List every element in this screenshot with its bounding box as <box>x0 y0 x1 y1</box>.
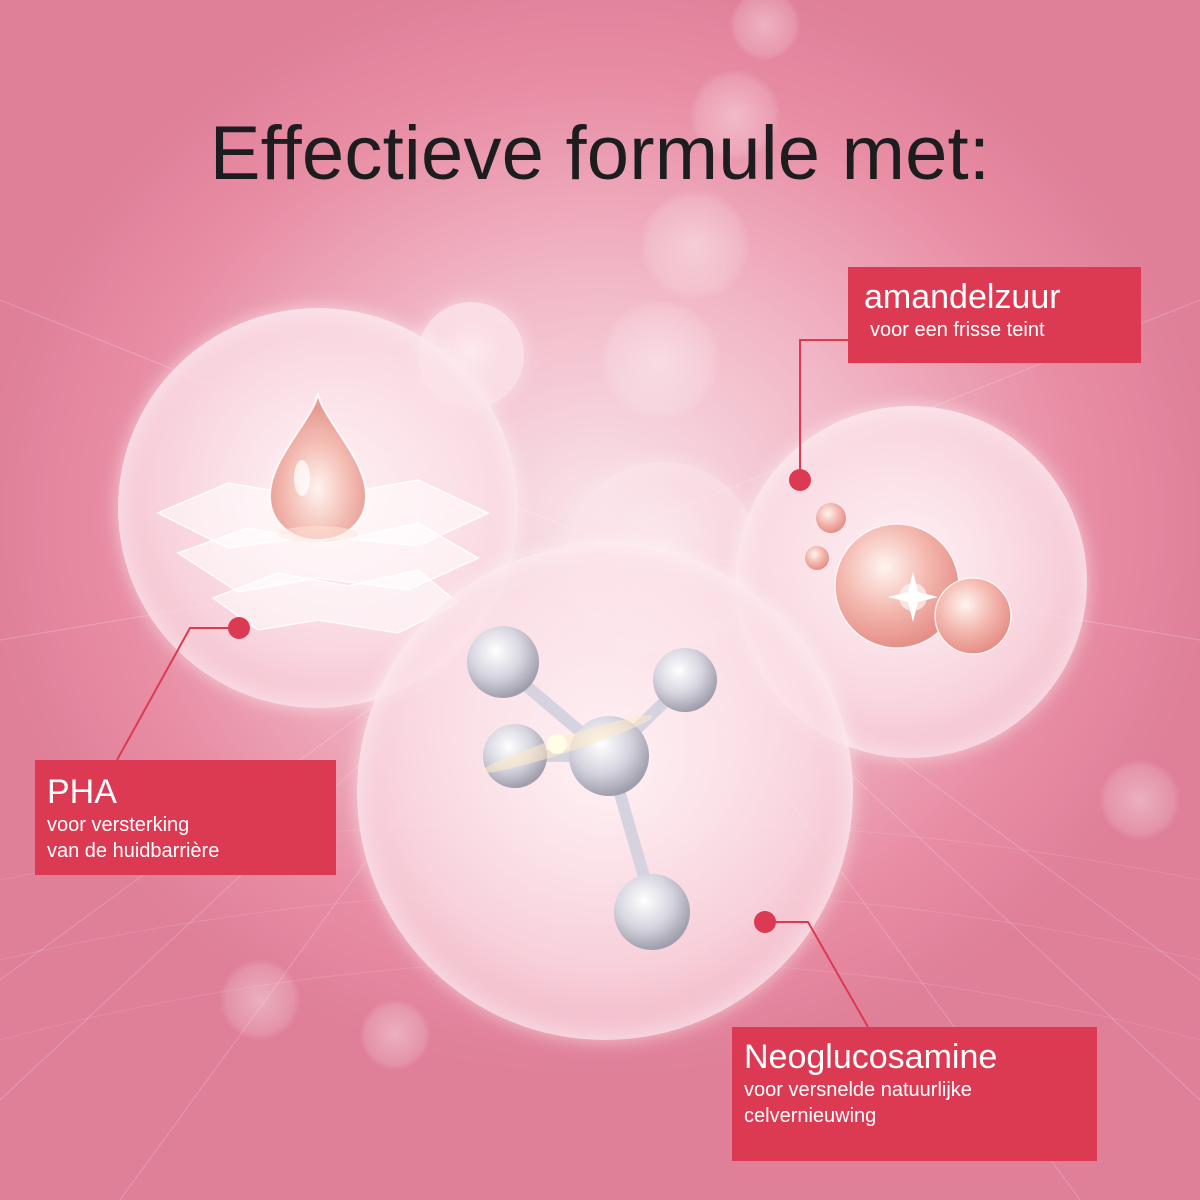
neoglucosamine-desc-line-2: celvernieuwing <box>744 1105 877 1127</box>
bokeh-light <box>360 1000 430 1070</box>
amandelzuur-title: amandelzuur <box>864 278 1061 316</box>
bokeh-light <box>220 960 300 1040</box>
amandelzuur-marker-dot <box>789 469 811 491</box>
pha-bubble <box>118 308 518 708</box>
bubbles-icon <box>805 503 1012 655</box>
amandelzuur-desc-line-1: voor een frisse teint <box>870 319 1045 341</box>
bokeh-light <box>730 0 800 60</box>
pha-title: PHA <box>47 773 117 811</box>
neoglucosamine-marker-dot <box>754 911 776 933</box>
pha-desc-line-2: van de huidbarrière <box>47 840 220 862</box>
pha-label: PHA voor versterking van de huidbarrière <box>35 760 336 875</box>
neoglucosamine-title: Neoglucosamine <box>744 1038 998 1076</box>
neoglucosamine-desc-line-1: voor versnelde natuurlijke <box>744 1079 972 1101</box>
neoglucosamine-label: Neoglucosamine voor versnelde natuurlijk… <box>732 1027 1097 1161</box>
droplet-icon <box>156 393 490 634</box>
bokeh-light <box>640 190 750 300</box>
amandelzuur-label: amandelzuur voor een frisse teint <box>848 267 1141 363</box>
bokeh-light <box>600 300 720 420</box>
neoglucosamine-bubble <box>357 544 853 1040</box>
bokeh-light <box>690 70 780 160</box>
bokeh-light <box>1100 760 1180 840</box>
pha-marker-dot <box>228 617 250 639</box>
molecule-icon <box>467 626 717 950</box>
headline: Effectieve formule met: <box>209 111 991 196</box>
pha-desc-line-1: voor versterking <box>47 814 190 836</box>
